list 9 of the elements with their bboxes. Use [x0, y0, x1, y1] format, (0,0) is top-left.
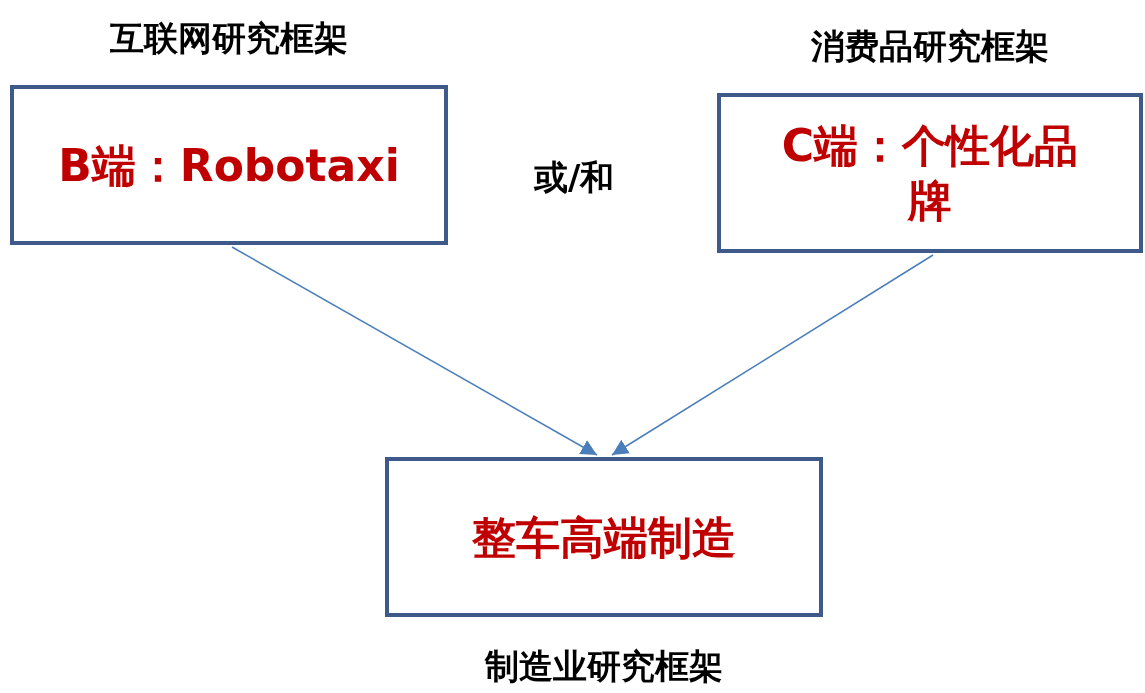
connector-note: 或/和	[534, 156, 615, 199]
arrow	[611, 254, 934, 456]
framework-heading: 制造业研究框架	[485, 649, 723, 683]
arrow	[231, 246, 598, 456]
box-text: B端：Robotaxi	[58, 138, 400, 193]
box-text: 整车高端制造	[472, 510, 736, 565]
framework-heading: 互联网研究框架	[110, 21, 348, 55]
box-text: C端：个性化品牌	[780, 119, 1080, 228]
framework-heading: 消费品研究框架	[811, 29, 1049, 63]
